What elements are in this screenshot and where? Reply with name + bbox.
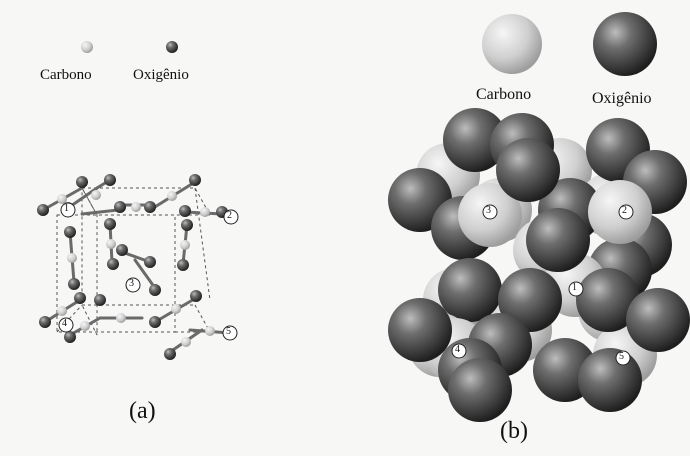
legend-oxygen-atom-a (166, 41, 178, 53)
caption-b: (b) (500, 418, 528, 444)
markers-b-circles (451, 204, 634, 366)
marker-b-5: 5 (619, 351, 624, 362)
marker-b-4: 4 (455, 344, 460, 355)
carbon-atoms-a (57, 190, 215, 347)
legend-oxygen-label-a: Oxigênio (133, 67, 189, 83)
space-filling-model (388, 108, 690, 422)
legend-carbon-label-a: Carbono (40, 67, 92, 83)
legend-oxygen-atom-b (593, 12, 657, 76)
legend-carbon-atom-a (81, 41, 93, 53)
marker-b-2: 2 (622, 205, 627, 216)
marker-a-2: 2 (227, 210, 232, 221)
marker-a-3: 3 (129, 278, 134, 289)
legend-oxygen-label-b: Oxigênio (592, 90, 652, 107)
marker-a-5: 5 (226, 326, 231, 337)
marker-a-4: 4 (62, 318, 67, 329)
marker-b-1: 1 (572, 282, 577, 293)
legend-carbon-label-b: Carbono (476, 86, 532, 103)
marker-a-1: 1 (64, 203, 69, 214)
panel-a-legend-atoms (81, 41, 178, 53)
caption-a: (a) (129, 398, 156, 424)
legend-carbon-atom-b (482, 14, 542, 74)
marker-b-3: 3 (486, 205, 491, 216)
panel-b-legend-atoms (482, 12, 657, 76)
unit-cell-edges (56, 186, 211, 336)
markers-a-circles (58, 202, 239, 341)
